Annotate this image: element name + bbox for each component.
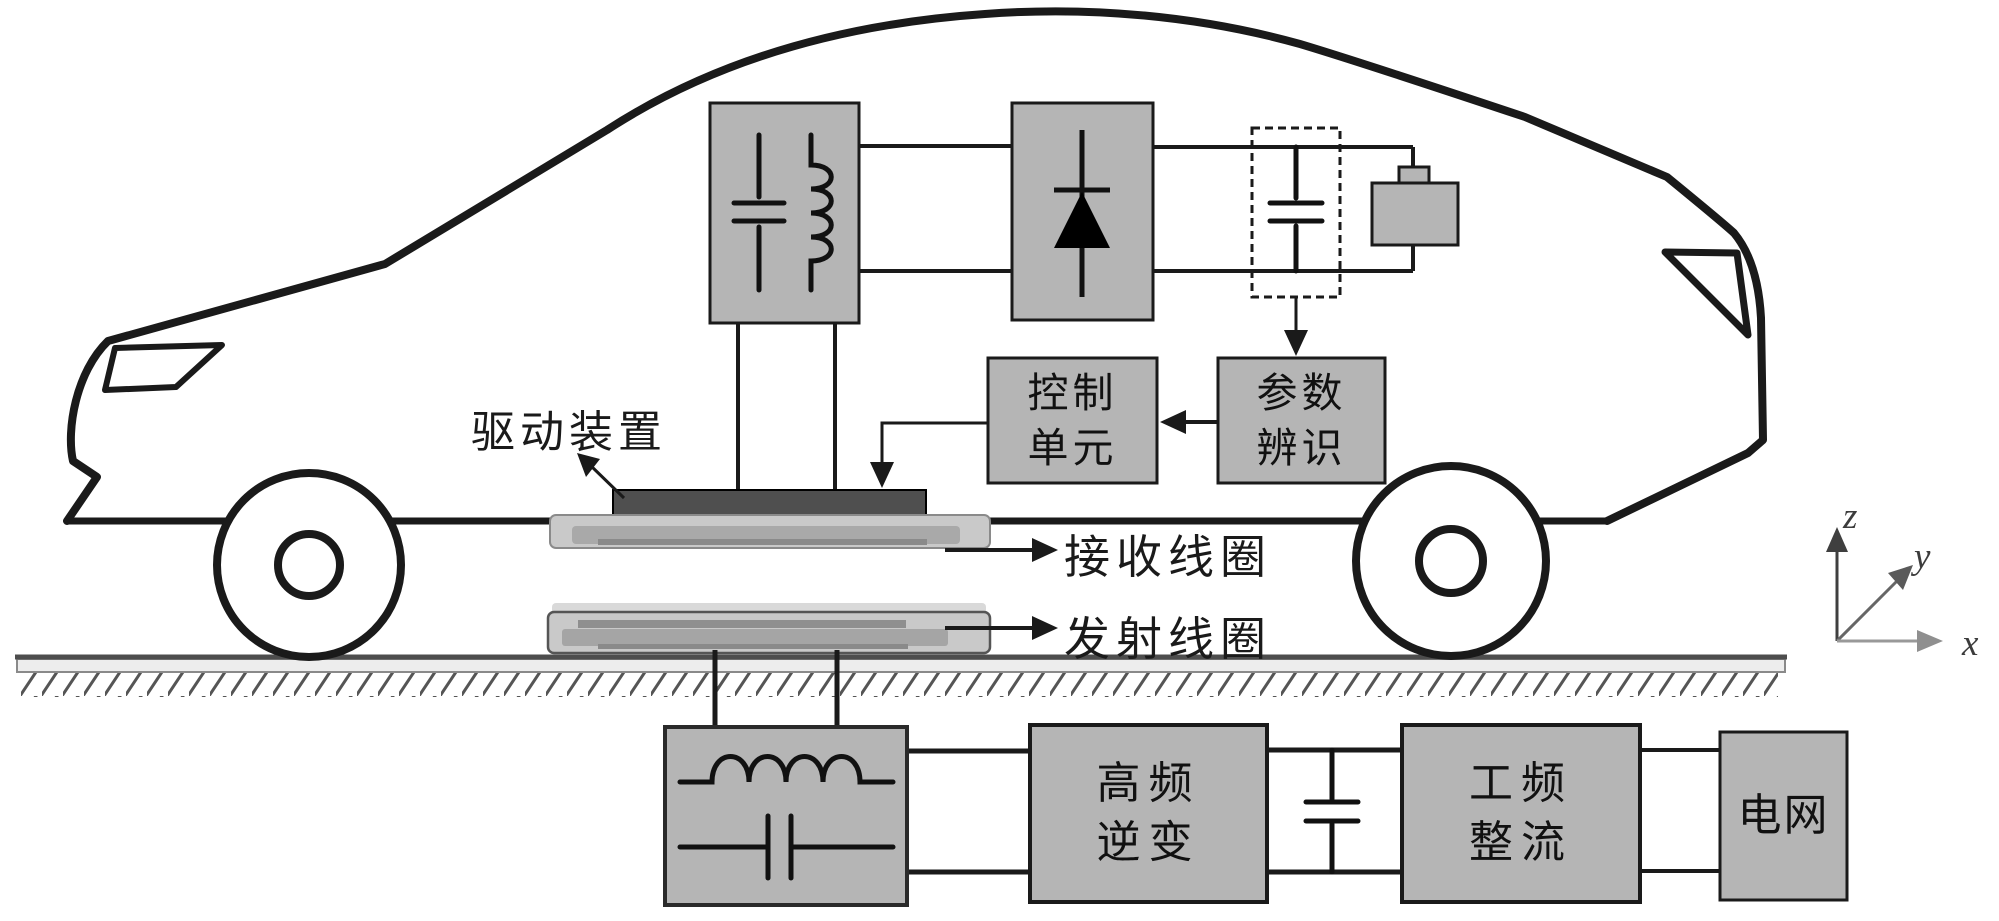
inductor-icon — [808, 132, 834, 293]
receive-coil-pad — [549, 514, 991, 549]
onboard-wires — [736, 144, 1415, 490]
label-power-grid: 电网 — [1720, 732, 1847, 900]
ground — [15, 654, 1787, 697]
capacitor-icon — [1267, 144, 1325, 274]
label-axis-y: y — [1914, 536, 1931, 577]
battery-load-icon — [1370, 165, 1460, 247]
y-axis-arrow — [1835, 565, 1913, 643]
param-identification-line2: 辨识 — [1256, 424, 1347, 471]
primary-compensation-box — [663, 725, 909, 907]
transmit-coil-pad — [546, 603, 992, 655]
capacitor-icon — [677, 813, 896, 881]
control-unit-box — [986, 356, 1159, 485]
secondary-compensation-box — [708, 101, 861, 325]
label-hf-inverter: 高频 逆变 — [1030, 725, 1267, 902]
inductor-icon — [677, 754, 896, 785]
lf-rectifier-box — [1400, 723, 1642, 904]
power-grid-text: 电网 — [1737, 790, 1830, 840]
car-body — [63, 7, 1767, 525]
label-axis-x: x — [1962, 623, 1979, 664]
power-grid-box — [1718, 730, 1849, 902]
capacitor-icon — [731, 132, 787, 293]
car-outline — [63, 7, 1767, 525]
rectifier-box — [1010, 101, 1155, 322]
diode-icon — [1054, 130, 1110, 297]
rear-window-shape — [1661, 248, 1752, 339]
signal-arrows — [870, 297, 1308, 488]
hf-inverter-line1: 高频 — [1096, 759, 1201, 809]
label-control-unit: 控制 单元 — [988, 358, 1157, 483]
z-axis-arrow — [1826, 527, 1848, 641]
ground-band — [16, 658, 1786, 673]
receive-coil-arrow — [945, 538, 1058, 562]
drive-device-leader-arrow — [577, 453, 626, 500]
control-unit-line1: 控制 — [1027, 370, 1118, 417]
lf-rectifier-line1: 工频 — [1469, 759, 1573, 809]
front-wheel — [213, 469, 405, 661]
x-axis-arrow — [1837, 630, 1943, 652]
label-transmit-coil: 发射线圈 — [1064, 614, 1272, 665]
transmit-coil-arrow — [945, 616, 1058, 640]
label-lf-rectifier: 工频 整流 — [1402, 725, 1640, 902]
control-to-drive-arrow — [880, 421, 988, 464]
hf-inverter-box — [1028, 723, 1269, 904]
lf-rectifier-line2: 整流 — [1469, 817, 1573, 867]
front-wheel-hub — [274, 530, 344, 600]
rear-wheel — [1352, 462, 1550, 660]
drive-device-bar — [612, 489, 927, 517]
label-param-identification: 参数 辨识 — [1218, 358, 1385, 483]
label-receive-coil: 接收线圈 — [1064, 532, 1272, 583]
label-axis-z: z — [1843, 496, 1858, 537]
hf-inverter-line2: 逆变 — [1096, 817, 1201, 867]
param-identification-box — [1216, 356, 1387, 485]
ground-hatching-icon — [20, 673, 1778, 697]
headlight-shape — [102, 342, 225, 393]
coordinate-axes — [1826, 527, 1943, 652]
param-identification-line1: 参数 — [1256, 370, 1347, 417]
dc-bus-capacitor-icon — [1303, 747, 1361, 875]
control-unit-line2: 单元 — [1027, 424, 1118, 471]
rear-wheel-hub — [1415, 525, 1487, 597]
label-drive-device: 驱动装置 — [471, 408, 667, 457]
